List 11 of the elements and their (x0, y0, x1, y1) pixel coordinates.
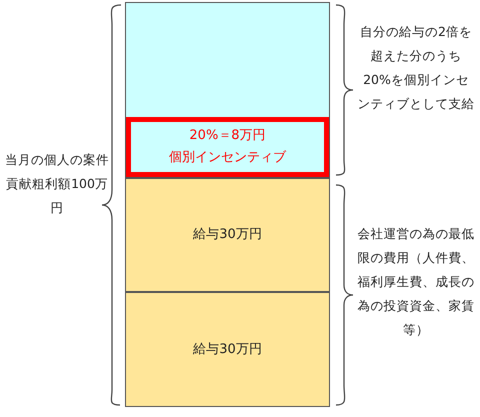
salary-segment (125, 178, 330, 292)
salary-text: 給与30万円 (193, 226, 262, 244)
salary-text: 給与30万円 (193, 340, 262, 358)
incentive-note: 自分の給与の2倍を超えた分のうち20%を個別インセンティブとして支給 (357, 23, 475, 113)
percentage-text: 20%＝8万円 (189, 127, 266, 145)
incentive-segment (125, 2, 330, 178)
highlighted-incentive-box (126, 117, 329, 177)
cost-note: 会社運営の為の最低限の費用（人件費、福利厚生費、成長の為の投資資金、家賃等） (357, 225, 475, 339)
total-profit-note: 当月の個人の案件貢献粗利額100万円 (4, 151, 110, 217)
salary-segment (125, 292, 330, 407)
incentive-text: 個別インセンティブ (169, 149, 286, 167)
